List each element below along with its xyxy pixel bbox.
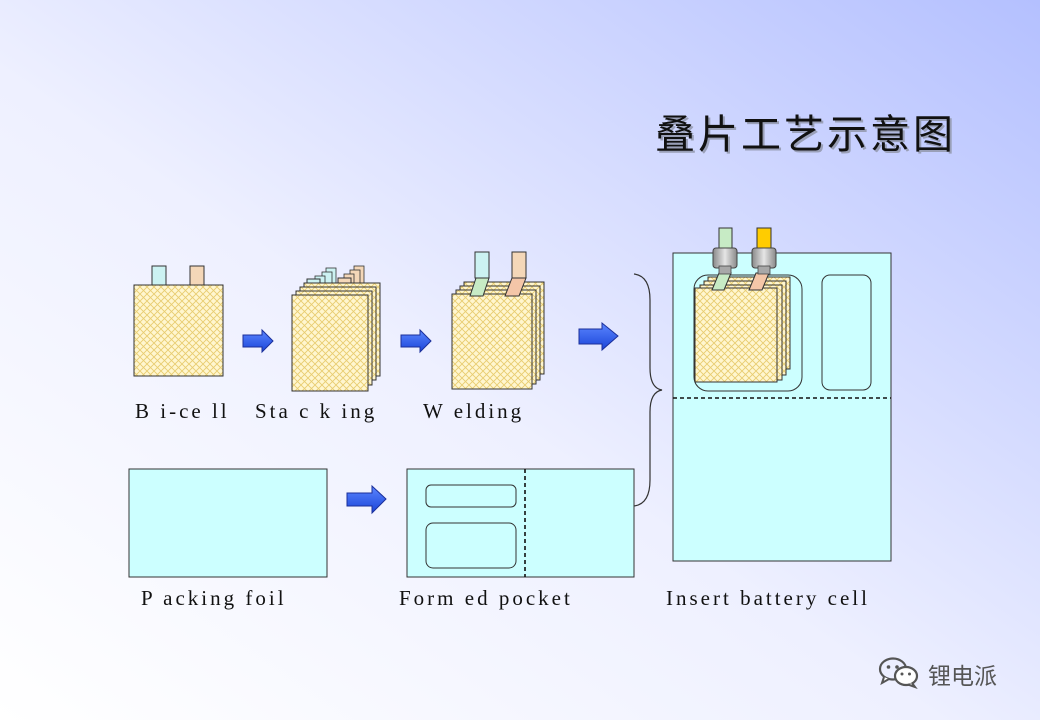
welding-illustration <box>451 251 545 390</box>
slide-title: 叠片工艺示意图 <box>655 112 956 158</box>
wechat-icon <box>878 655 920 693</box>
packing-foil <box>128 468 328 578</box>
watermark-text: 锂电派 <box>928 664 997 690</box>
bicell-sheet <box>133 284 224 377</box>
arrow-4 <box>346 484 387 515</box>
arrow-3 <box>578 321 619 352</box>
label-bicell: B i-ce ll <box>135 399 230 423</box>
arrow-1 <box>242 328 274 354</box>
label-packing-foil: P acking foil <box>141 586 287 610</box>
label-formed-pocket: Form ed pocket <box>399 586 573 610</box>
watermark: 锂电派 <box>878 656 997 692</box>
brace <box>633 273 663 507</box>
label-stacking: Sta c k ing <box>255 399 378 423</box>
label-welding: W elding <box>423 399 525 423</box>
bicell-illustration <box>133 265 224 377</box>
bicell-tab-right <box>189 265 205 287</box>
formed-pocket <box>406 468 635 578</box>
insert-battery-cell <box>672 227 892 562</box>
arrow-2 <box>400 328 432 354</box>
stacking-illustration <box>291 265 381 392</box>
bicell-tab-left <box>151 265 167 287</box>
label-insert-cell: Insert battery cell <box>666 586 870 610</box>
